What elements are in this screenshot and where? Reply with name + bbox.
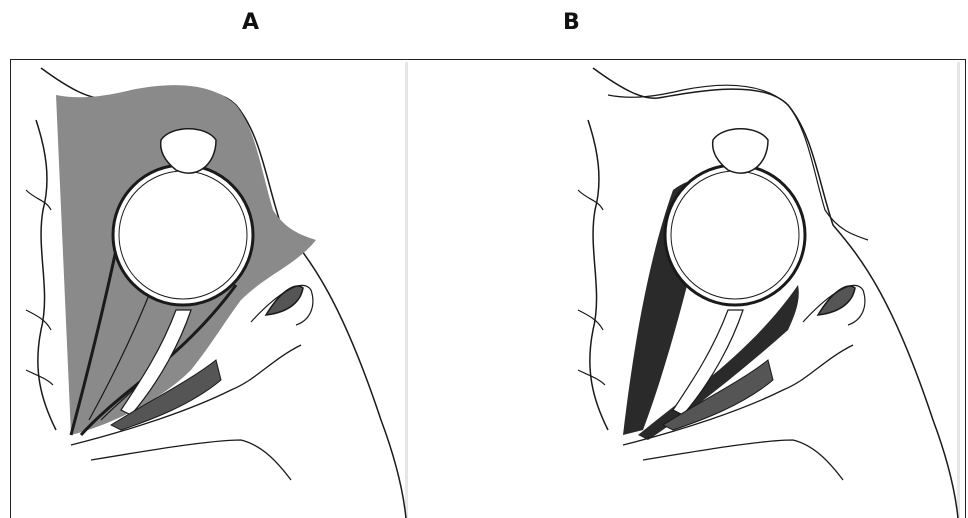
panel-b-illustration [563,60,963,518]
panel-a-illustration [11,60,411,518]
panel-b-label: B [563,10,580,35]
panel-a-label: A [242,10,259,35]
